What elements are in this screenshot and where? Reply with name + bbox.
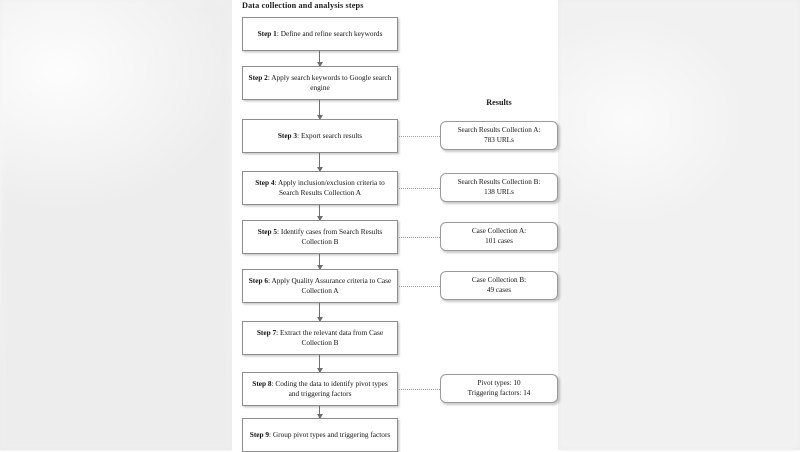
result-text-2: Search Results Collection B: 138 URLs bbox=[458, 178, 541, 197]
dotted-connector-step6 bbox=[399, 286, 440, 288]
step-description-4: Apply inclusion/exclusion criteria to Se… bbox=[277, 178, 385, 197]
arrow-8-to-9 bbox=[316, 406, 323, 419]
diagram-title: Data collection and analysis steps bbox=[242, 1, 364, 10]
step-box-2[interactable]: Step 2: Apply search keywords to Google … bbox=[242, 66, 398, 100]
step-box-8[interactable]: Step 8: Coding the data to identify pivo… bbox=[242, 372, 398, 406]
step-box-9[interactable]: Step 9: Group pivot types and triggering… bbox=[242, 418, 398, 452]
step-label-8: Step 8: Coding the data to identify pivo… bbox=[248, 379, 392, 398]
step-separator-7: : bbox=[276, 328, 280, 338]
result-line2-1: 783 URLs bbox=[484, 135, 514, 144]
arrow-1-to-2 bbox=[316, 51, 323, 67]
step-number-9: Step 9 bbox=[249, 430, 270, 440]
step-box-1[interactable]: Step 1: Define and refine search keyword… bbox=[242, 17, 398, 51]
result-text-1: Search Results Collection A: 783 URLs bbox=[458, 126, 541, 145]
arrow-3-to-4 bbox=[316, 153, 323, 172]
result-line1-1: Search Results Collection A: bbox=[457, 126, 541, 135]
step-box-3[interactable]: Step 3: Export search results bbox=[242, 119, 398, 153]
step-description-2: Apply search keywords to Google search e… bbox=[271, 73, 392, 92]
step-number-3: Step 3 bbox=[277, 131, 298, 141]
step-description-1: Define and refine search keywords bbox=[280, 29, 383, 39]
step-box-4[interactable]: Step 4: Apply inclusion/exclusion criter… bbox=[242, 171, 398, 205]
result-text-4: Case Collection B: 49 cases bbox=[472, 276, 526, 295]
step-number-6: Step 6 bbox=[248, 276, 269, 286]
step-box-7[interactable]: Step 7: Extract the relevant data from C… bbox=[242, 321, 398, 355]
step-label-4: Step 4: Apply inclusion/exclusion criter… bbox=[248, 178, 392, 197]
step-description-5: Identify cases from Search Results Colle… bbox=[280, 227, 383, 246]
step-separator-8: : bbox=[271, 379, 276, 389]
step-separator-6: : bbox=[268, 276, 272, 286]
step-label-2: Step 2: Apply search keywords to Google … bbox=[248, 73, 392, 92]
step-separator-4: : bbox=[274, 178, 278, 188]
blurred-right-backdrop bbox=[558, 0, 800, 450]
dotted-connector-step3 bbox=[399, 136, 440, 138]
step-description-7: Extract the relevant data from Case Coll… bbox=[280, 328, 384, 347]
arrow-4-to-5 bbox=[316, 205, 323, 221]
result-line1-3: Case Collection A: bbox=[471, 227, 527, 236]
step-label-1: Step 1: Define and refine search keyword… bbox=[258, 29, 383, 39]
result-line1-2: Search Results Collection B: bbox=[457, 178, 541, 187]
arrow-6-to-7 bbox=[316, 303, 323, 322]
result-box-search-results-collection-a[interactable]: Search Results Collection A: 783 URLs bbox=[440, 121, 558, 150]
dotted-connector-step8 bbox=[399, 389, 440, 391]
result-box-pivot-types-triggering-factors[interactable]: Pivot types: 10 Triggering factors: 14 bbox=[440, 374, 558, 403]
step-separator-9: : bbox=[269, 430, 273, 440]
arrow-2-to-3 bbox=[316, 100, 323, 120]
dotted-connector-step4 bbox=[399, 188, 440, 190]
step-label-6: Step 6: Apply Quality Assurance criteria… bbox=[248, 276, 392, 295]
result-box-case-collection-b[interactable]: Case Collection B: 49 cases bbox=[440, 271, 558, 300]
step-description-3: Export search results bbox=[300, 131, 363, 141]
result-line2-5: Triggering factors: 14 bbox=[467, 388, 531, 397]
step-box-5[interactable]: Step 5: Identify cases from Search Resul… bbox=[242, 220, 398, 254]
step-description-9: Group pivot types and triggering factors bbox=[272, 430, 391, 440]
result-line2-4: 49 cases bbox=[486, 285, 512, 294]
step-number-2: Step 2 bbox=[248, 73, 268, 83]
result-line2-3: 101 cases bbox=[485, 236, 513, 245]
result-box-search-results-collection-b[interactable]: Search Results Collection B: 138 URLs bbox=[440, 173, 558, 202]
step-box-6[interactable]: Step 6: Apply Quality Assurance criteria… bbox=[242, 269, 398, 303]
step-label-7: Step 7: Extract the relevant data from C… bbox=[248, 328, 392, 347]
step-number-1: Step 1 bbox=[257, 29, 277, 39]
step-number-7: Step 7 bbox=[256, 328, 277, 338]
step-separator-5: : bbox=[277, 227, 281, 237]
result-text-5: Pivot types: 10 Triggering factors: 14 bbox=[468, 379, 531, 398]
step-label-5: Step 5: Identify cases from Search Resul… bbox=[248, 227, 392, 246]
step-separator-2: : bbox=[267, 73, 272, 83]
step-number-4: Step 4 bbox=[255, 178, 275, 188]
arrow-7-to-8 bbox=[316, 355, 323, 373]
step-separator-3: : bbox=[297, 131, 301, 141]
step-label-3: Step 3: Export search results bbox=[278, 131, 362, 141]
result-box-case-collection-a[interactable]: Case Collection A: 101 cases bbox=[440, 222, 558, 251]
step-number-5: Step 5 bbox=[257, 227, 278, 237]
step-description-6: Apply Quality Assurance criteria to Case… bbox=[271, 276, 392, 295]
result-line2-2: 138 URLs bbox=[484, 187, 514, 196]
blurred-left-backdrop bbox=[0, 0, 232, 450]
step-separator-1: : bbox=[276, 29, 281, 39]
result-line1-5: Pivot types: 10 bbox=[477, 379, 521, 388]
step-description-8: Coding the data to identify pivot types … bbox=[275, 379, 388, 398]
result-text-3: Case Collection A: 101 cases bbox=[472, 227, 526, 246]
step-number-8: Step 8 bbox=[252, 379, 272, 389]
result-line1-4: Case Collection B: bbox=[471, 276, 527, 285]
dotted-connector-step5 bbox=[399, 237, 440, 239]
results-column-header: Results bbox=[486, 98, 512, 107]
arrow-5-to-6 bbox=[316, 254, 323, 270]
step-label-9: Step 9: Group pivot types and triggering… bbox=[250, 430, 390, 440]
